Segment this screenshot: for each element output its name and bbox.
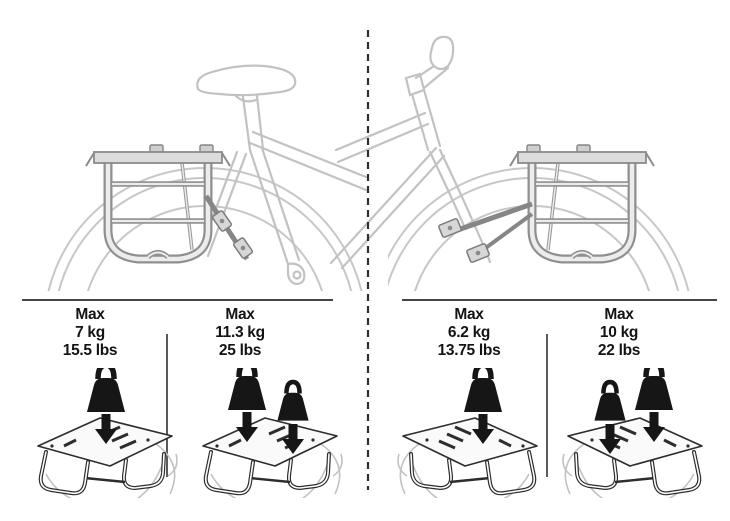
rack-sketch: [201, 416, 344, 498]
weight-icon: [635, 368, 673, 410]
weight-icon: [228, 368, 266, 410]
kg-value: 10 kg: [599, 324, 639, 341]
rear-rack-top-side-load-illustration: [201, 368, 344, 498]
handlebar-grip: [429, 35, 455, 71]
rear-rack-mount: [203, 194, 254, 261]
saddle: [196, 64, 297, 97]
kg-value: 6.2 kg: [447, 324, 491, 341]
kg-value: 11.3 kg: [215, 324, 265, 341]
weight-icon: [87, 368, 125, 412]
weight-icon: [277, 382, 308, 421]
front-rack-top-side-load-illustration: [561, 368, 704, 498]
lbs-value: 22 lbs: [597, 342, 641, 359]
rack-sketch: [396, 416, 539, 498]
weight-icon: [594, 382, 625, 421]
lbs-value: 15.5 lbs: [62, 342, 118, 359]
rear-bike-illustration: [47, 64, 368, 291]
front-total-load-spec: Max 10 kg 22 lbs: [554, 306, 684, 360]
rear-top-load-spec: Max 7 kg 15.5 lbs: [25, 306, 155, 360]
rear-rack-top-load-illustration: [36, 368, 179, 498]
max-label: Max: [225, 306, 255, 323]
lbs-value: 25 lbs: [218, 342, 262, 359]
max-label: Max: [604, 306, 634, 323]
lbs-value: 13.75 lbs: [437, 342, 501, 359]
front-rack: [510, 145, 654, 259]
front-rack-mount: [438, 201, 534, 263]
max-label: Max: [454, 306, 484, 323]
rear-total-load-spec: Max 11.3 kg 25 lbs: [175, 306, 305, 360]
front-frame: [329, 35, 492, 270]
weight-icon: [464, 368, 502, 412]
front-rack-top-load-illustration: [396, 368, 539, 498]
front-top-load-spec: Max 6.2 kg 13.75 lbs: [404, 306, 534, 360]
rear-frame: [196, 64, 368, 286]
kg-value: 7 kg: [75, 324, 105, 341]
rack-sketch: [561, 416, 704, 498]
front-bike-illustration: [329, 35, 690, 291]
max-label: Max: [75, 306, 105, 323]
